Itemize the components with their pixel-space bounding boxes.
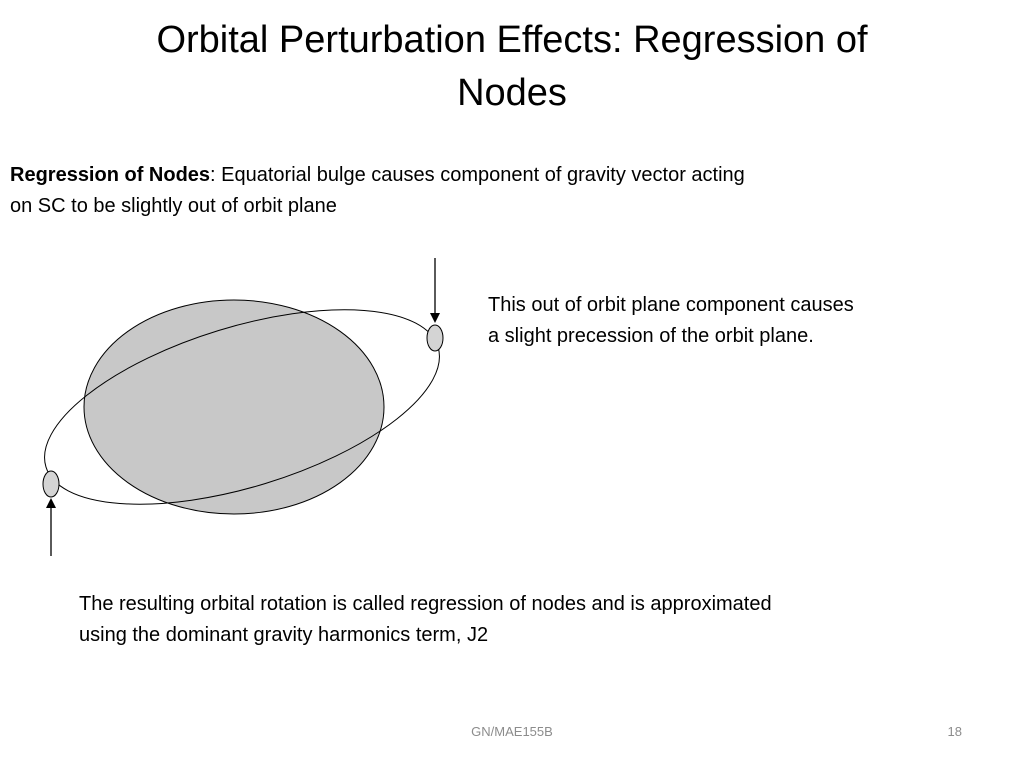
intro-text: : Equatorial bulge causes component of g…: [10, 164, 745, 217]
spacecraft-lower-left: [42, 470, 60, 498]
precession-note: This out of orbit plane component causes…: [488, 294, 854, 347]
earth-ellipse: [83, 299, 385, 515]
footer-course-label: GN/MAE155B: [471, 724, 553, 739]
j2-note: The resulting orbital rotation is called…: [79, 593, 772, 646]
intro-term: Regression of Nodes: [10, 164, 211, 186]
intro-paragraph: Regression of Nodes: Equatorial bulge ca…: [10, 160, 750, 222]
spacecraft-upper-right: [426, 324, 444, 352]
slide-title: Orbital Perturbation Effects: Regression…: [156, 19, 868, 114]
page-number: 18: [947, 724, 962, 739]
